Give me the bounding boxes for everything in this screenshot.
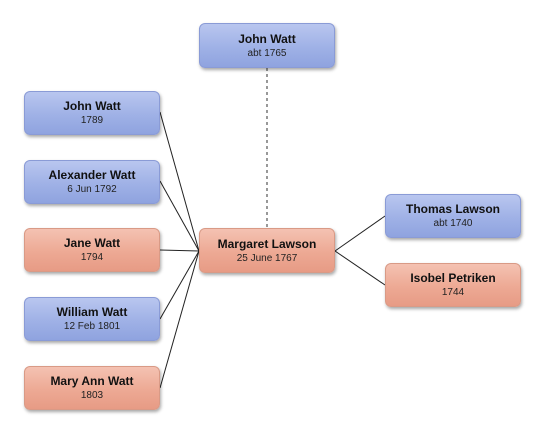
person-node-focus[interactable]: Margaret Lawson 25 June 1767: [199, 228, 335, 273]
person-date: 1794: [80, 252, 104, 263]
person-node-parent[interactable]: Thomas Lawson abt 1740: [385, 194, 521, 238]
person-node-child[interactable]: Alexander Watt 6 Jun 1792: [24, 160, 160, 204]
child-connector-2: [159, 249, 200, 252]
person-name: Margaret Lawson: [217, 236, 317, 251]
person-date: 1789: [80, 115, 104, 126]
child-connector-4: [159, 250, 200, 389]
child-connector-1: [159, 180, 200, 252]
person-name: Thomas Lawson: [405, 202, 500, 216]
child-connector-3: [159, 250, 200, 320]
person-date: 6 Jun 1792: [67, 184, 117, 195]
person-date: 1744: [441, 287, 465, 298]
person-node-child[interactable]: William Watt 12 Feb 1801: [24, 297, 160, 341]
person-node-parent[interactable]: Isobel Petriken 1744: [385, 263, 521, 307]
person-node-child[interactable]: Jane Watt 1794: [24, 228, 160, 272]
person-date: 25 June 1767: [236, 252, 298, 264]
child-connector-0: [159, 111, 200, 252]
person-name: John Watt: [238, 31, 296, 46]
person-name: William Watt: [56, 305, 128, 319]
person-name: Alexander Watt: [48, 168, 136, 182]
person-date: 12 Feb 1801: [63, 321, 121, 332]
person-name: Jane Watt: [63, 236, 121, 250]
person-name: Mary Ann Watt: [50, 374, 134, 388]
person-name: John Watt: [63, 99, 121, 113]
person-node-child[interactable]: John Watt 1789: [24, 91, 160, 135]
person-name: Isobel Petriken: [410, 271, 496, 285]
person-node-spouse[interactable]: John Watt abt 1765: [199, 23, 335, 68]
person-node-child[interactable]: Mary Ann Watt 1803: [24, 366, 160, 410]
person-date: 1803: [80, 390, 104, 401]
person-date: abt 1765: [247, 47, 287, 59]
person-date: abt 1740: [433, 218, 473, 229]
parent-connector-1: [334, 250, 386, 286]
parent-connector-0: [334, 215, 386, 252]
